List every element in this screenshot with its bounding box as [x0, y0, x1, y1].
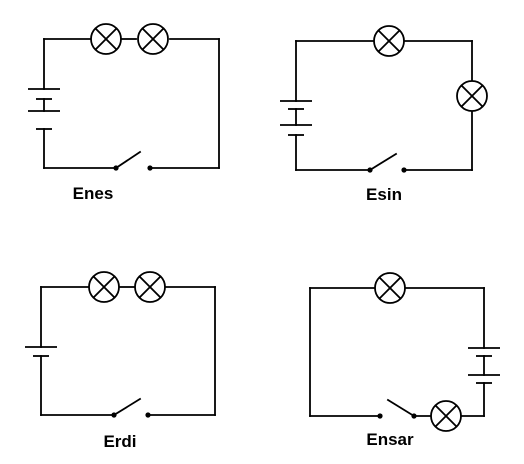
lamp-icon: [456, 80, 488, 112]
lamp-icon: [374, 272, 406, 304]
circuit-label: Enes: [73, 184, 114, 203]
circuit-erdi: Erdi: [25, 271, 216, 451]
circuit-ensar: Ensar: [309, 272, 500, 449]
open-switch-icon: [367, 152, 407, 173]
lamp-icon: [137, 23, 169, 55]
open-switch-icon: [377, 398, 417, 419]
open-switch-icon: [113, 150, 153, 171]
lamp-icon: [373, 25, 405, 57]
circuit-label: Esin: [366, 185, 402, 204]
battery-icon: [280, 100, 312, 136]
circuit-esin: Esin: [280, 25, 488, 204]
battery-icon: [25, 346, 57, 357]
circuit-label: Ensar: [366, 430, 414, 449]
wire-segments: [309, 287, 485, 417]
open-switch-icon: [111, 397, 151, 418]
wire-segments: [40, 286, 216, 416]
lamp-icon: [134, 271, 166, 303]
lamp-icon: [90, 23, 122, 55]
lamp-icon: [88, 271, 120, 303]
wire-segments: [43, 38, 220, 169]
lamp-icon: [430, 400, 462, 432]
circuit-enes: Enes: [28, 23, 220, 203]
battery-icon: [28, 88, 60, 130]
wire-segments: [295, 40, 473, 171]
circuit-label: Erdi: [103, 432, 136, 451]
battery-icon: [468, 347, 500, 384]
